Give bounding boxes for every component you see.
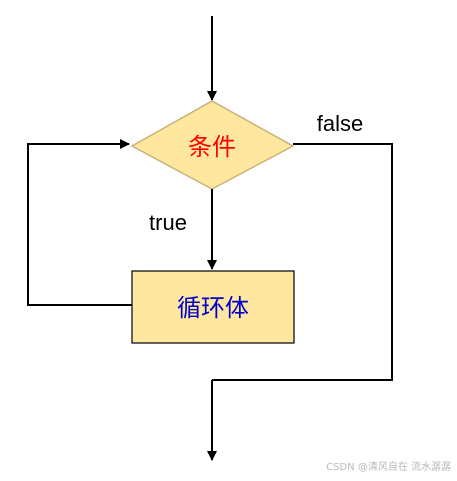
condition-label: 条件	[188, 133, 236, 161]
loop-body-label: 循环体	[177, 294, 249, 322]
loop-body-box	[131, 270, 295, 344]
watermark-text: CSDN @清风自在 流水潺潺	[326, 462, 451, 473]
loop-back-arrow	[27, 139, 132, 306]
false-label: false	[317, 111, 363, 136]
false-branch-line	[212, 143, 393, 381]
true-label: true	[149, 210, 187, 235]
